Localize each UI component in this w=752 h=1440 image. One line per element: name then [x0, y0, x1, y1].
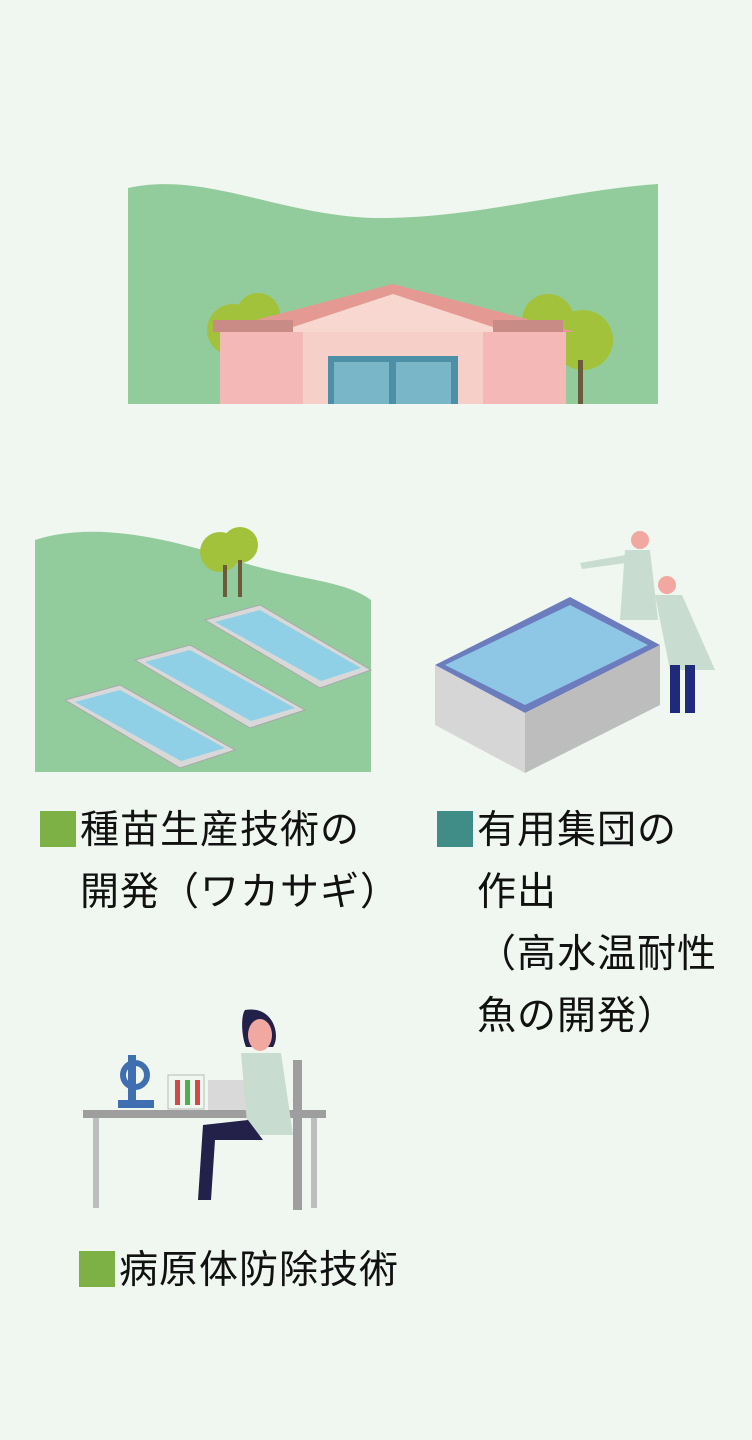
- item-seed-production: 種苗生産技術の 開発（ワカサギ）: [40, 800, 400, 924]
- item-useful-population: 有用集団の 作出 （高水温耐性 魚の開発）: [437, 800, 717, 1048]
- microscope-icon: [118, 1055, 154, 1108]
- fish-tank-researchers-illustration: [435, 531, 715, 773]
- teal-square-marker-icon: [437, 811, 473, 847]
- item-text-line: （高水温耐性: [477, 932, 718, 977]
- item-text-line: 魚の開発）: [477, 994, 678, 1039]
- breeding-ponds-illustration: [35, 527, 373, 772]
- tree-icon: [200, 527, 258, 597]
- green-square-marker-icon: [40, 811, 76, 847]
- lab-researcher-illustration: [83, 1009, 326, 1210]
- green-square-marker-icon: [79, 1251, 115, 1287]
- item-text-line: 種苗生産技術の: [80, 808, 361, 853]
- hatchery-building-illustration: [128, 184, 658, 404]
- item-text-line: 有用集団の: [477, 808, 678, 853]
- item-pathogen-control: 病原体防除技術: [79, 1240, 399, 1302]
- item-text-line: 開発（ワカサギ）: [80, 870, 401, 915]
- laptop-icon: [208, 1080, 246, 1110]
- researcher-icon: [580, 531, 715, 713]
- item-text-line: 病原体防除技術: [119, 1248, 400, 1293]
- researcher-icon: [198, 1009, 302, 1210]
- item-text-line: 作出: [477, 870, 558, 915]
- test-tubes-icon: [167, 1074, 205, 1110]
